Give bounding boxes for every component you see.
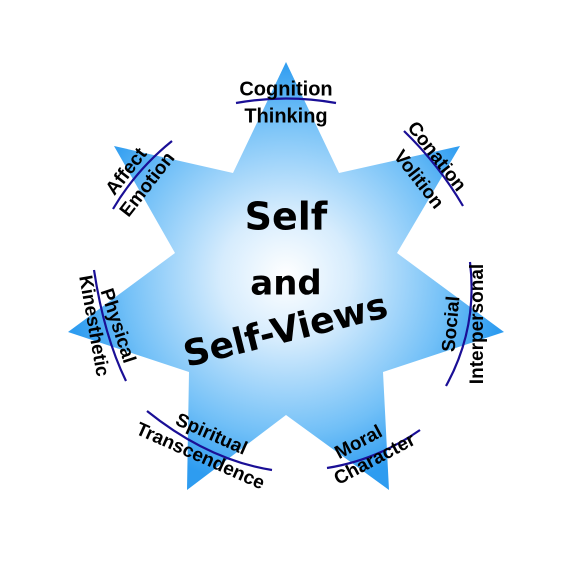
arc-moral xyxy=(326,429,421,470)
arc-cognition xyxy=(235,97,337,105)
center-title-and: and xyxy=(250,264,322,304)
label-social: Social xyxy=(439,295,465,353)
arc-social xyxy=(445,261,473,387)
center-title-self: Self xyxy=(245,195,328,239)
seven-point-star xyxy=(68,62,504,490)
arc-spiritual xyxy=(146,410,273,472)
label-cognition: Cognition xyxy=(239,78,332,100)
arc-conation xyxy=(403,130,464,207)
label-interpersonal: Interpersonal xyxy=(467,264,488,384)
arc-physical xyxy=(92,269,127,382)
arc-affect xyxy=(112,140,173,210)
label-thinking: Thinking xyxy=(244,105,327,127)
